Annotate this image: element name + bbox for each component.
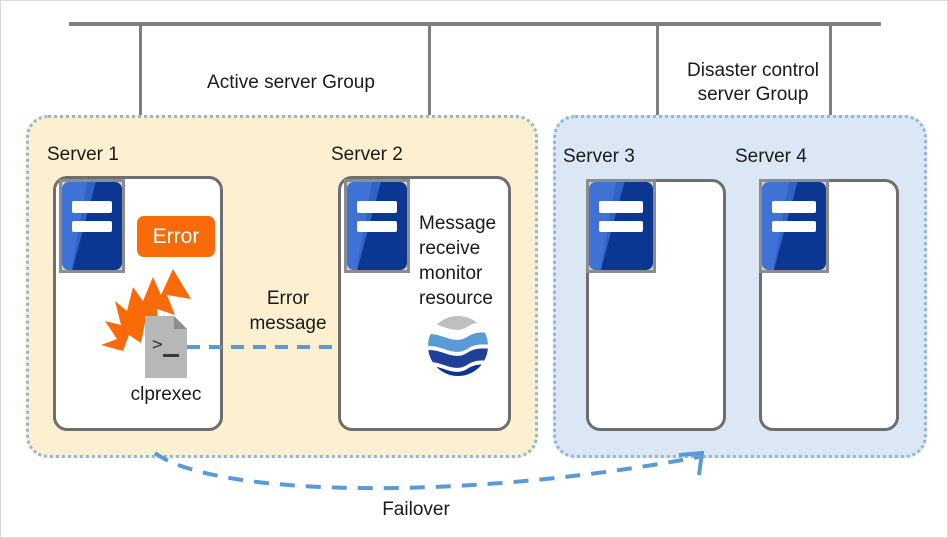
- server-label-server2: Server 2: [331, 144, 403, 165]
- message-receive-monitor-resource-label: Message receive monitor resource: [419, 213, 497, 309]
- clprexec-label: clprexec: [130, 384, 202, 405]
- network-bus-line: [69, 22, 881, 26]
- server1-machine-icon: [59, 179, 125, 273]
- failover-label: Failover: [382, 499, 450, 520]
- svg-text:>: >: [152, 334, 163, 355]
- disaster-control-server-group-caption: Disaster control server Group: [687, 60, 819, 105]
- server-label-server4: Server 4: [735, 146, 807, 167]
- active-server-group-caption: Active server Group: [207, 72, 375, 93]
- server4-machine-icon: [759, 179, 829, 273]
- failover-arrow: [153, 451, 705, 491]
- server2-machine-icon: [344, 179, 410, 273]
- globe-icon: [428, 316, 488, 376]
- error-status-badge: Error: [137, 216, 215, 257]
- server-label-server1: Server 1: [47, 144, 119, 165]
- server3-machine-icon: [586, 179, 656, 273]
- clprexec-script-icon: >: [145, 316, 187, 378]
- error-message-label: Error message: [249, 288, 327, 334]
- server-label-server3: Server 3: [563, 146, 635, 167]
- drop-line-server2: [428, 24, 431, 176]
- error-burst-icon: [101, 269, 191, 351]
- drop-line-server1: [139, 24, 142, 176]
